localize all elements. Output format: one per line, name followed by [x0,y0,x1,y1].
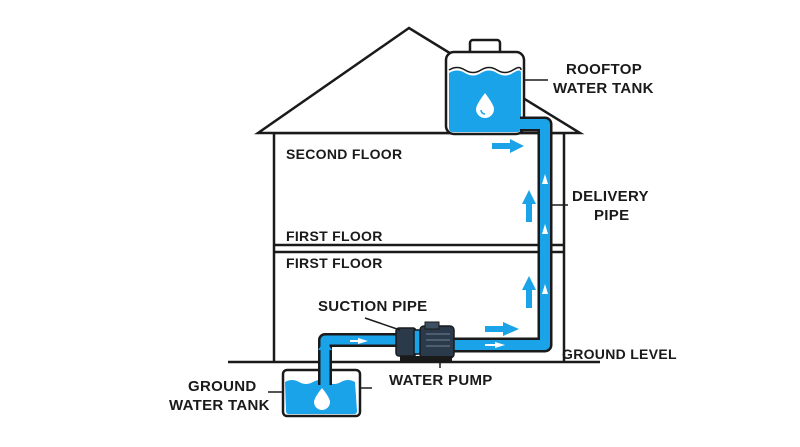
rooftop-tank-label-line2: WATER TANK [553,80,654,97]
second-floor-label: SECOND FLOOR [286,146,403,162]
flow-arrow-icon [522,276,536,308]
rooftop-water-tank [444,38,526,136]
flow-arrow-icon [542,174,548,294]
first-floor-label-lower: FIRST FLOOR [286,255,383,271]
delivery-pipe-label-line1: DELIVERY [572,188,649,205]
ground-tank-label-line1: GROUND [188,378,257,395]
flow-arrow-icon [485,322,519,336]
water-pump [395,321,455,361]
water-pump-label: WATER PUMP [389,372,493,389]
delivery-pipe [450,116,553,353]
water-drop-icon [476,93,494,118]
flow-arrow-icon [485,342,505,348]
flow-arrow-icon [318,340,332,362]
first-floor-label-upper: FIRST FLOOR [286,228,383,244]
ground-level-label: GROUND LEVEL [562,346,677,362]
flow-arrow-icon [492,139,524,153]
ground-tank-label-line2: WATER TANK [169,397,270,414]
delivery-pipe-label-line2: PIPE [594,207,630,224]
flow-arrow-icon [350,338,368,344]
water-drop-icon [314,388,330,410]
flow-arrow-icon [522,190,536,222]
suction-pipe-label: SUCTION PIPE [318,298,428,315]
rooftop-tank-label-line1: ROOFTOP [566,61,642,78]
leader-lines [268,79,568,393]
